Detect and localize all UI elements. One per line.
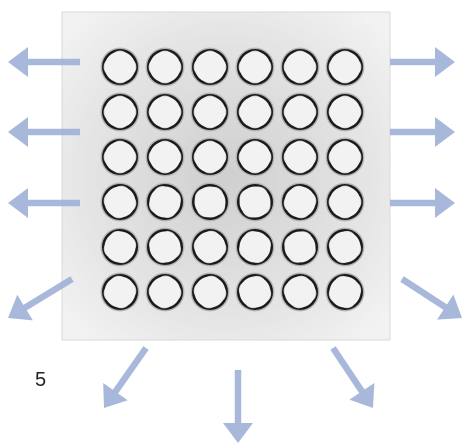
cell-center xyxy=(194,141,226,173)
cell xyxy=(190,47,230,87)
cell-center xyxy=(239,276,271,308)
cell xyxy=(325,182,365,222)
cell-center xyxy=(194,186,226,218)
cell-center xyxy=(149,141,181,173)
arrow-bottom-center-icon xyxy=(223,370,253,443)
cell-center xyxy=(149,186,181,218)
cell xyxy=(100,227,140,267)
cell-center xyxy=(284,51,316,83)
arrow-right-2-icon xyxy=(390,117,455,147)
cell xyxy=(190,272,230,312)
cell xyxy=(325,92,365,132)
cell-center xyxy=(329,141,361,173)
panel-label: 5 xyxy=(35,369,46,391)
cell xyxy=(280,227,320,267)
cell-center xyxy=(284,231,316,263)
cell xyxy=(190,92,230,132)
cell xyxy=(100,272,140,312)
cell-center xyxy=(149,96,181,128)
cell-center xyxy=(239,231,271,263)
cell-center xyxy=(104,231,136,263)
cell-center xyxy=(104,186,136,218)
cell xyxy=(325,47,365,87)
arrow-down-right-icon xyxy=(400,276,462,320)
cell-center xyxy=(284,276,316,308)
cell-center xyxy=(329,96,361,128)
cell-center xyxy=(239,51,271,83)
cell-center xyxy=(284,96,316,128)
cell xyxy=(280,92,320,132)
cell-center xyxy=(239,141,271,173)
cell-center xyxy=(194,276,226,308)
cell xyxy=(280,182,320,222)
cell-center xyxy=(329,51,361,83)
cell-center xyxy=(104,96,136,128)
cell xyxy=(325,272,365,312)
cell-center xyxy=(239,96,271,128)
cell-center xyxy=(149,231,181,263)
cell xyxy=(190,137,230,177)
cell xyxy=(235,47,275,87)
cell-center xyxy=(149,51,181,83)
cell xyxy=(325,137,365,177)
cell xyxy=(100,182,140,222)
arrow-left-2-icon xyxy=(8,117,80,147)
cell xyxy=(280,47,320,87)
cell-center xyxy=(329,231,361,263)
cell xyxy=(235,92,275,132)
cell xyxy=(100,92,140,132)
cell xyxy=(145,227,185,267)
cell xyxy=(145,137,185,177)
cell-center xyxy=(194,231,226,263)
arrow-left-1-icon xyxy=(8,47,80,77)
cell xyxy=(235,182,275,222)
cell-center xyxy=(149,276,181,308)
cell xyxy=(190,227,230,267)
arrow-down-left-icon xyxy=(8,276,74,321)
cell-grid xyxy=(100,47,365,312)
cell xyxy=(145,272,185,312)
cell xyxy=(145,92,185,132)
cell xyxy=(100,137,140,177)
cell-center xyxy=(284,141,316,173)
cell-center xyxy=(104,51,136,83)
cell xyxy=(235,227,275,267)
cell-center xyxy=(284,186,316,218)
cell-center xyxy=(194,96,226,128)
arrow-bottom-left-icon xyxy=(103,346,149,408)
arrow-group xyxy=(8,47,462,443)
arrow-bottom-right-icon xyxy=(330,346,375,408)
cell-center xyxy=(239,186,271,218)
cell xyxy=(235,137,275,177)
cell xyxy=(100,47,140,87)
cell xyxy=(190,182,230,222)
cell-center xyxy=(104,276,136,308)
arrow-left-3-icon xyxy=(8,188,80,218)
arrow-right-3-icon xyxy=(390,188,455,218)
cell xyxy=(145,47,185,87)
arrow-right-1-icon xyxy=(390,47,455,77)
cell-center xyxy=(329,186,361,218)
cell xyxy=(280,272,320,312)
cell xyxy=(145,182,185,222)
cell xyxy=(235,272,275,312)
cell-center xyxy=(194,51,226,83)
cell xyxy=(280,137,320,177)
cell xyxy=(325,227,365,267)
cell-center xyxy=(104,141,136,173)
cell-center xyxy=(329,276,361,308)
